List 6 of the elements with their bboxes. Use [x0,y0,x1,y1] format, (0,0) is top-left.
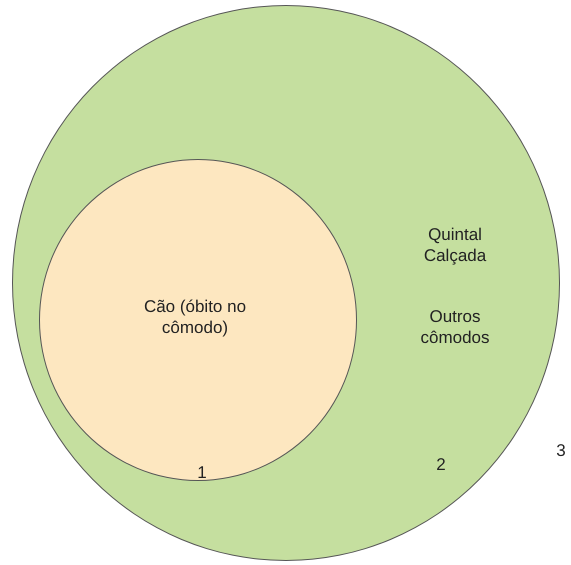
region-number: 1 [196,462,208,483]
region-label: Quintal Calçada [422,224,488,266]
region-label: Outros cômodos [420,306,490,348]
region-label: Cão (óbito no cômodo) [142,296,248,338]
region-number: 2 [435,454,447,475]
region-number: 3 [555,440,567,461]
